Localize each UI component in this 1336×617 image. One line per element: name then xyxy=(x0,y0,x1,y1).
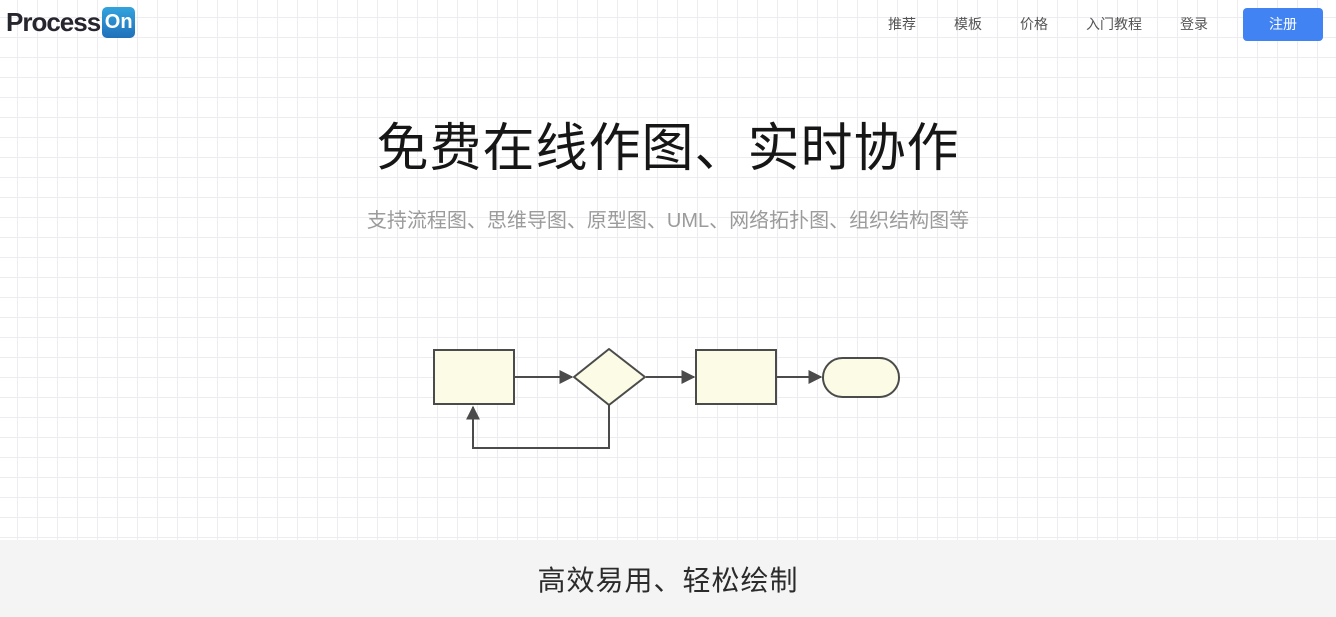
register-button[interactable]: 注册 xyxy=(1243,7,1323,41)
hero-subtitle: 支持流程图、思维导图、原型图、UML、网络拓扑图、组织结构图等 xyxy=(366,210,970,232)
flow-node-process-1 xyxy=(433,349,515,405)
flowchart-illustration xyxy=(433,348,900,449)
hero-title: 免费在线作图、实时协作 xyxy=(376,120,960,178)
logo-badge: On xyxy=(102,7,136,38)
flow-node-terminator xyxy=(822,357,900,398)
processon-logo[interactable]: Process On xyxy=(6,7,136,38)
grid-background xyxy=(0,0,1336,540)
main-nav: 推荐 模板 价格 入门教程 登录 注册 xyxy=(850,7,1323,41)
footer-band: 高效易用、轻松绘制 xyxy=(0,540,1336,617)
footer-title: 高效易用、轻松绘制 xyxy=(537,564,799,596)
nav-item-templates[interactable]: 模板 xyxy=(954,16,982,32)
logo-text: Process xyxy=(6,7,101,37)
nav-item-pricing[interactable]: 价格 xyxy=(1020,16,1048,32)
flow-node-decision xyxy=(573,348,646,406)
nav-item-recommended[interactable]: 推荐 xyxy=(888,16,916,32)
nav-item-tutorial[interactable]: 入门教程 xyxy=(1086,16,1142,32)
flow-node-process-2 xyxy=(695,349,777,405)
header: Process On 推荐 模板 价格 入门教程 登录 注册 xyxy=(0,0,1336,48)
connector-loopback xyxy=(466,405,610,449)
nav-item-login[interactable]: 登录 xyxy=(1180,16,1208,32)
